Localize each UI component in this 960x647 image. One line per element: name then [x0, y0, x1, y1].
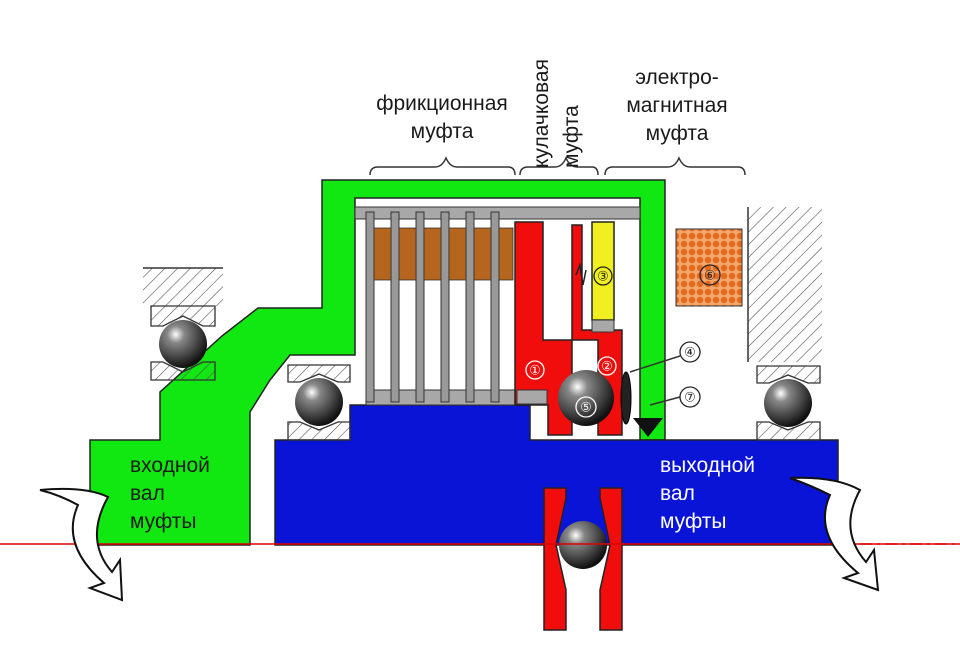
fixed-support-left: [143, 268, 223, 306]
svg-text:①: ①: [529, 363, 541, 378]
cam-part-1: [514, 221, 573, 436]
label-electro-line2: магнитная: [626, 94, 727, 117]
coil-6: [675, 228, 743, 307]
callout-1: ①: [525, 360, 545, 380]
svg-text:③: ③: [597, 269, 609, 284]
callout-7: ⑦: [679, 386, 701, 408]
callout-3: ③: [593, 266, 613, 286]
label-output-line2: вал: [660, 482, 695, 505]
brace-cam: [519, 156, 599, 176]
rotation-arrow-right: [789, 476, 880, 592]
label-electro-line3: муфта: [646, 122, 709, 145]
retainer-7: [633, 418, 663, 437]
label-friction-line1: фрикционная: [376, 92, 508, 115]
bearing-middle: [287, 364, 351, 441]
label-input-line3: муфты: [130, 510, 196, 533]
label-friction-line2: муфта: [411, 120, 474, 143]
label-input-line1: входной: [130, 454, 210, 477]
cam-ball-5: [558, 370, 614, 426]
callout-4: ④: [679, 341, 701, 363]
label-input-line2: вал: [130, 482, 165, 505]
cam-section-lower: [543, 487, 623, 631]
bearing-left: [150, 305, 216, 381]
svg-text:⑦: ⑦: [684, 390, 696, 405]
spring-icon: [575, 262, 587, 286]
friction-plates: [365, 211, 514, 403]
svg-text:②: ②: [601, 359, 613, 374]
rotation-arrow-left: [39, 487, 124, 602]
brace-friction: [369, 156, 516, 176]
leader-7: [649, 396, 681, 406]
label-cam-line1: кулачковая: [530, 59, 553, 168]
label-output-line3: муфты: [660, 510, 726, 533]
label-electro-line1: электро-: [635, 66, 719, 89]
svg-text:④: ④: [684, 345, 696, 360]
svg-text:⑤: ⑤: [580, 400, 592, 415]
brace-electro: [604, 156, 746, 176]
callout-2: ②: [597, 356, 617, 376]
leader-4: [629, 355, 681, 373]
bearing-right: [756, 365, 821, 441]
washer-4: [620, 371, 632, 425]
callout-5: ⑤: [575, 396, 597, 418]
fixed-support-right: [748, 207, 822, 362]
label-cam-line2: муфта: [560, 105, 583, 168]
callout-6: ⑥: [699, 264, 721, 286]
svg-text:⑥: ⑥: [704, 268, 716, 283]
label-output-line1: выходной: [660, 454, 755, 477]
